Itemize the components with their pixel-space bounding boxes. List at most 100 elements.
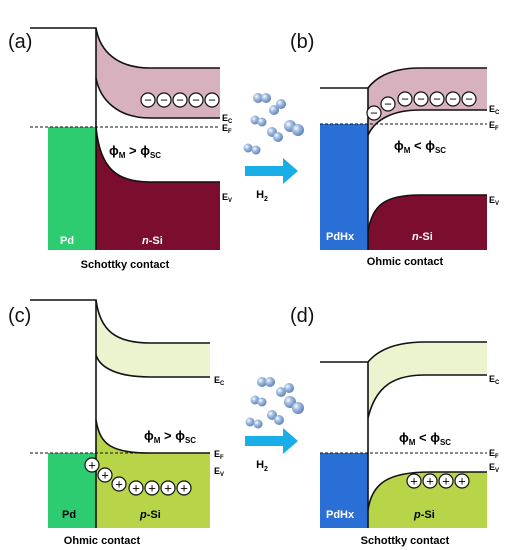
ec-label: EC — [214, 375, 225, 387]
semiconductor-block — [96, 420, 210, 528]
electron-sign: − — [433, 92, 441, 107]
metal-label: Pd — [62, 509, 76, 521]
metal-label: PdHx — [326, 509, 355, 521]
hole-icon — [144, 480, 160, 496]
ev-label: EV — [222, 192, 232, 204]
panel-c: (c) + + + + + + + EC EF EV ϕM > ϕSC Pd — [8, 299, 225, 547]
electron-sign: − — [144, 93, 152, 108]
work-function-relation: ϕM > ϕSC — [109, 143, 161, 160]
electron-icon — [188, 92, 204, 108]
electron-sign: − — [401, 92, 409, 107]
electron-sign: − — [449, 92, 457, 107]
hole-sign: + — [180, 481, 188, 496]
electron-icon — [380, 96, 396, 112]
metal-block — [320, 453, 368, 528]
hydrogen-molecules-icon — [243, 93, 304, 155]
hole-icon — [422, 473, 438, 489]
electron-icon — [140, 92, 156, 108]
semiconductor-label: p-Si — [413, 509, 435, 521]
hole-sign: + — [148, 481, 156, 496]
hydrogen-exposure-top: H2 — [243, 93, 304, 203]
electron-sign: − — [370, 106, 378, 121]
conduction-band-region — [96, 28, 220, 118]
contact-type-label: Ohmic contact — [64, 535, 141, 547]
conduction-band-region — [96, 300, 210, 377]
electron-sign: − — [465, 92, 473, 107]
electron-icon — [204, 92, 220, 108]
hole-icon — [84, 457, 100, 473]
hydrogen-label: H2 — [256, 189, 268, 203]
conduction-band-edge — [320, 67, 487, 89]
right-arrow-icon — [245, 158, 298, 184]
panel-tag: (c) — [8, 305, 31, 327]
hole-sign: + — [442, 474, 450, 489]
hole-sign: + — [101, 468, 109, 483]
hole-sign: + — [88, 458, 96, 473]
ev-label: EV — [489, 462, 499, 474]
hole-icon — [176, 480, 192, 496]
metal-block — [320, 124, 368, 250]
semiconductor-label: n-Si — [412, 231, 433, 243]
ef-label: EF — [489, 448, 499, 460]
electron-icon — [445, 91, 461, 107]
hole-row: + + + + — [406, 473, 470, 489]
hole-sign: + — [132, 481, 140, 496]
hydrogen-label: H2 — [256, 459, 268, 473]
hole-icon — [438, 473, 454, 489]
work-function-relation: ϕM < ϕSC — [394, 138, 446, 155]
electron-sign: − — [417, 92, 425, 107]
electron-icon — [366, 105, 382, 121]
hole-icon — [97, 467, 113, 483]
conduction-band-lower-edge — [95, 354, 210, 378]
hole-icon — [406, 473, 422, 489]
hole-icon — [128, 480, 144, 496]
conduction-band-edge — [320, 341, 487, 363]
metal-label: Pd — [60, 235, 74, 247]
conduction-band-region — [368, 342, 487, 418]
panel-a: (a) − − − − − EC EF EV ϕM > ϕSC Pd n-Si … — [8, 27, 233, 271]
valence-band-edge — [95, 126, 220, 183]
ec-label: EC — [222, 113, 233, 125]
electron-sign: − — [160, 93, 168, 108]
hole-sign: + — [458, 474, 466, 489]
work-function-relation: ϕM < ϕSC — [399, 430, 451, 447]
electron-sign: − — [208, 93, 216, 108]
right-arrow-icon — [245, 428, 298, 454]
contact-type-label: Schottky contact — [361, 535, 450, 547]
semiconductor-block — [96, 127, 220, 250]
panel-b: (b) − − − − − − − EC EF EV ϕM < ϕSC PdH — [290, 31, 500, 268]
hole-sign: + — [115, 477, 123, 492]
ef-label: EF — [214, 449, 224, 461]
ev-label: EV — [489, 195, 499, 207]
semiconductor-label: n-Si — [142, 235, 163, 247]
electron-icon — [397, 91, 413, 107]
ef-label: EF — [222, 123, 232, 135]
electron-icon — [429, 91, 445, 107]
hole-row: + + + + + + + — [84, 457, 192, 496]
metal-label: PdHx — [326, 231, 355, 243]
ec-label: EC — [489, 374, 500, 386]
conduction-band-lower-edge — [367, 109, 487, 136]
electron-row: − − − − − − − — [366, 91, 477, 121]
hole-icon — [454, 473, 470, 489]
hole-icon — [160, 480, 176, 496]
valence-band-edge — [367, 471, 487, 511]
metal-block — [48, 127, 96, 250]
conduction-band-lower-edge — [367, 374, 487, 419]
hole-sign: + — [164, 481, 172, 496]
panel-tag: (a) — [8, 31, 32, 53]
semiconductor-block — [368, 195, 487, 250]
hydrogen-exposure-bottom: H2 — [245, 377, 304, 473]
electron-sign: − — [192, 93, 200, 108]
ev-label: EV — [214, 466, 224, 478]
work-function-relation: ϕM > ϕSC — [144, 428, 196, 445]
hole-sign: + — [410, 474, 418, 489]
valence-band-edge — [95, 419, 210, 454]
panel-tag: (b) — [290, 31, 314, 53]
electron-row: − − − − − — [140, 92, 220, 108]
ec-label: EC — [489, 104, 500, 116]
contact-type-label: Schottky contact — [81, 259, 170, 271]
ef-label: EF — [489, 120, 499, 132]
semiconductor-label: p-Si — [139, 509, 161, 521]
